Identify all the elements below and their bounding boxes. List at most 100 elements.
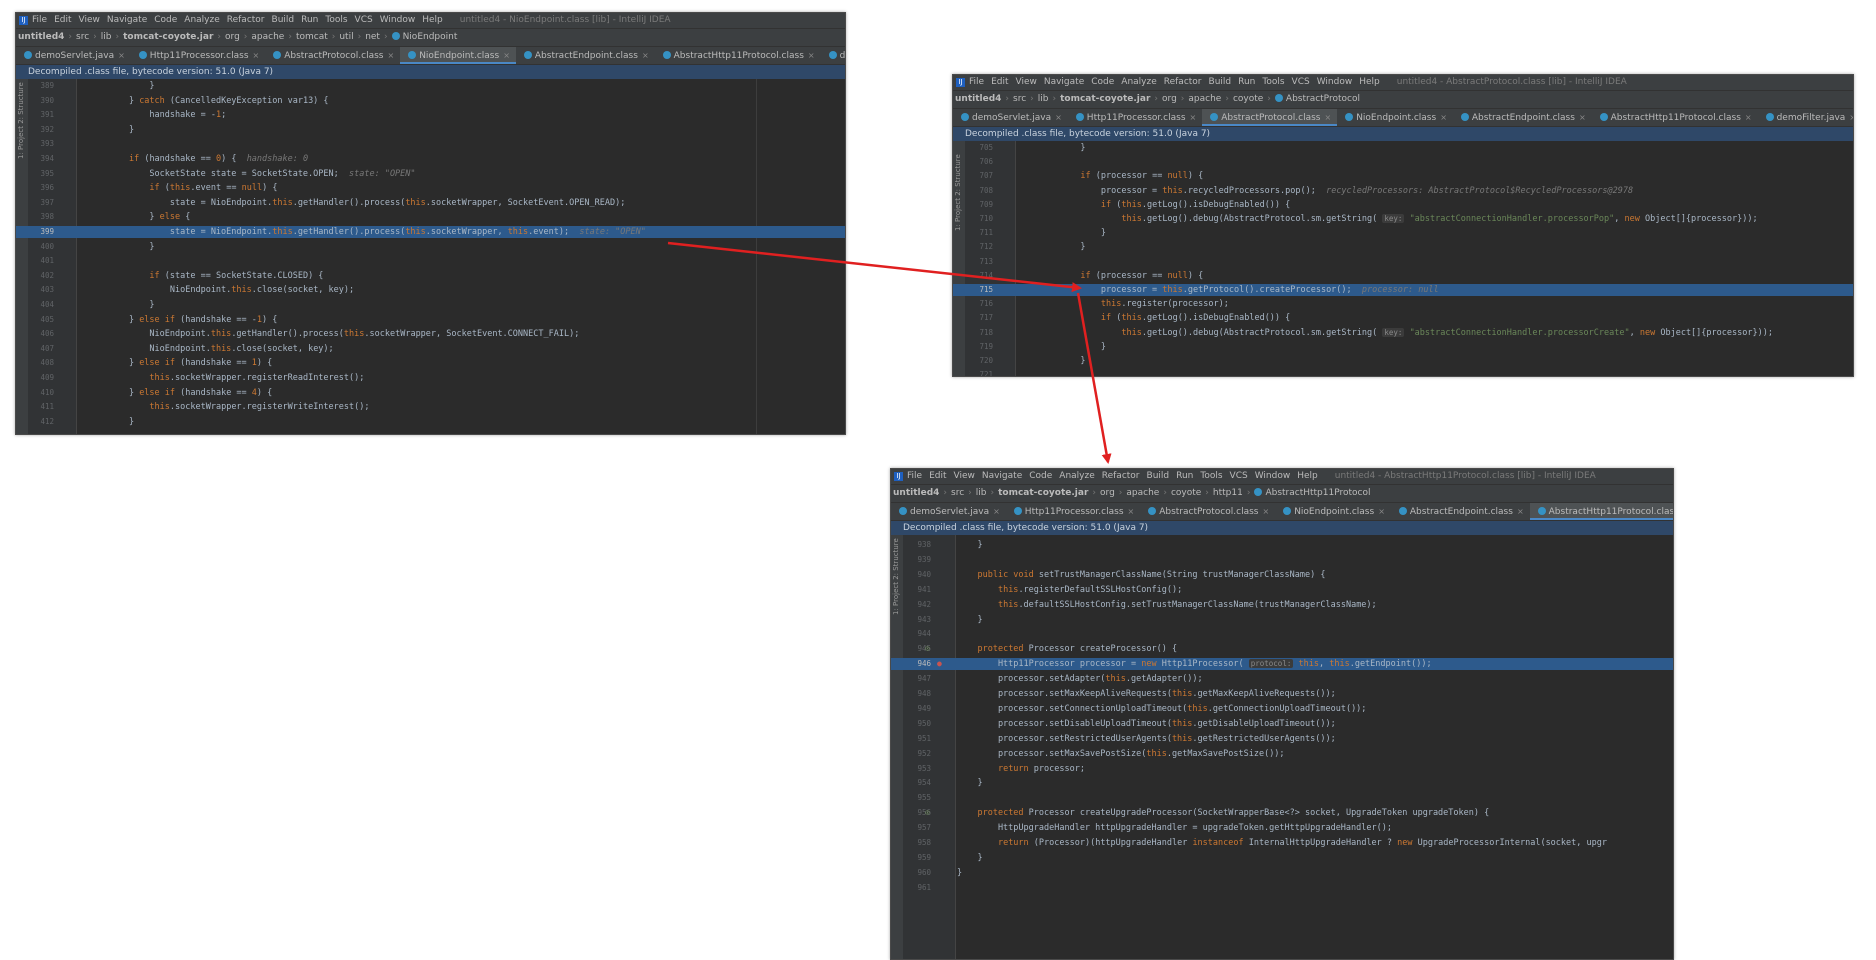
code-line[interactable]: 407 NioEndpoint.this.close(socket, key); xyxy=(16,343,845,355)
code-line[interactable]: 713 xyxy=(953,256,1853,268)
breadcrumb-item[interactable]: http11 xyxy=(1212,488,1243,498)
code-line[interactable]: 712 } xyxy=(953,241,1853,253)
menu-view[interactable]: View xyxy=(78,15,100,25)
menu-view[interactable]: View xyxy=(953,471,975,481)
menu-code[interactable]: Code xyxy=(154,15,178,25)
code-line[interactable]: 402 if (state == SocketState.CLOSED) { xyxy=(16,270,845,282)
menu-file[interactable]: File xyxy=(969,77,985,87)
code-line[interactable]: 707 if (processor == null) { xyxy=(953,170,1853,182)
editor-tab[interactable]: demoServlet.java× xyxy=(891,503,1006,520)
menu-refactor[interactable]: Refactor xyxy=(1101,471,1140,481)
menu-code[interactable]: Code xyxy=(1091,77,1115,87)
code-line[interactable]: 951 processor.setRestrictedUserAgents(th… xyxy=(891,733,1673,745)
menu-refactor[interactable]: Refactor xyxy=(1163,77,1202,87)
menu-refactor[interactable]: Refactor xyxy=(226,15,265,25)
app-logo-icon[interactable]: IJ xyxy=(956,78,965,87)
breadcrumb-item[interactable]: untitled4 xyxy=(18,32,65,42)
code-line[interactable]: 411 this.socketWrapper.registerWriteInte… xyxy=(16,401,845,413)
code-line[interactable]: 955 xyxy=(891,792,1673,804)
menu-window[interactable]: Window xyxy=(379,15,416,25)
code-line[interactable]: 399 state = NioEndpoint.this.getHandler(… xyxy=(16,226,845,238)
editor-tab[interactable]: AbstractEndpoint.class× xyxy=(516,47,655,64)
code-line[interactable]: 405 } else if (handshake == -1) { xyxy=(16,314,845,326)
breadcrumb-item[interactable]: apache xyxy=(1188,94,1222,104)
editor-tab[interactable]: Http11Processor.class× xyxy=(1068,109,1202,126)
code-line[interactable]: 960} xyxy=(891,867,1673,879)
breadcrumb-item[interactable]: org xyxy=(1100,488,1115,498)
code-line[interactable]: 944 xyxy=(891,628,1673,640)
menu-tools[interactable]: Tools xyxy=(1200,471,1223,481)
editor-tab[interactable]: Http11Processor.class× xyxy=(131,47,265,64)
code-line[interactable]: 400 } xyxy=(16,241,845,253)
code-line[interactable]: 957 HttpUpgradeHandler httpUpgradeHandle… xyxy=(891,822,1673,834)
breadcrumb-item[interactable]: org xyxy=(225,32,240,42)
code-line[interactable]: 408 } else if (handshake == 1) { xyxy=(16,357,845,369)
override-icon[interactable]: ⊙ xyxy=(925,808,930,818)
breadcrumb-item[interactable]: lib xyxy=(1037,94,1049,104)
breadcrumb-item[interactable]: net xyxy=(365,32,380,42)
menu-run[interactable]: Run xyxy=(1176,471,1194,481)
code-line[interactable]: 398 } else { xyxy=(16,211,845,223)
menu-tools[interactable]: Tools xyxy=(325,15,348,25)
code-line[interactable]: 961 xyxy=(891,882,1673,894)
code-line[interactable]: 941 this.registerDefaultSSLHostConfig(); xyxy=(891,584,1673,596)
code-line[interactable]: 404 } xyxy=(16,299,845,311)
code-line[interactable]: 710 this.getLog().debug(AbstractProtocol… xyxy=(953,213,1853,225)
editor-tab[interactable]: demoFilter.java× xyxy=(1758,109,1853,126)
breadcrumb-item[interactable]: util xyxy=(339,32,354,42)
code-line[interactable]: 394 if (handshake == 0) { handshake: 0 xyxy=(16,153,845,165)
menu-tools[interactable]: Tools xyxy=(1262,77,1285,87)
close-icon[interactable]: × xyxy=(1516,507,1524,516)
close-icon[interactable]: × xyxy=(1378,507,1385,516)
editor-tab[interactable]: AbstractHttp11Protocol.class× xyxy=(655,47,821,64)
menu-build[interactable]: Build xyxy=(1146,471,1170,481)
breadcrumb-item[interactable]: tomcat-coyote.jar xyxy=(998,488,1089,498)
close-icon[interactable]: × xyxy=(1189,113,1197,122)
code-line[interactable]: 708 processor = this.recycledProcessors.… xyxy=(953,185,1853,197)
code-line[interactable]: 396 if (this.event == null) { xyxy=(16,182,845,194)
editor-tab[interactable]: demoServlet.java× xyxy=(953,109,1068,126)
editor-tab[interactable]: AbstractHttp11Protocol.class× xyxy=(1529,503,1673,520)
menu-vcs[interactable]: VCS xyxy=(1229,471,1248,481)
breadcrumb-item[interactable]: lib xyxy=(975,488,987,498)
menu-vcs[interactable]: VCS xyxy=(1291,77,1310,87)
code-line[interactable]: 950 processor.setDisableUploadTimeout(th… xyxy=(891,718,1673,730)
breadcrumb-item[interactable]: src xyxy=(76,32,90,42)
close-icon[interactable]: × xyxy=(1744,113,1752,122)
breadcrumb-item[interactable]: apache xyxy=(1126,488,1160,498)
menu-run[interactable]: Run xyxy=(301,15,319,25)
code-line[interactable]: 412 } xyxy=(16,416,845,428)
menu-navigate[interactable]: Navigate xyxy=(1043,77,1085,87)
menu-vcs[interactable]: VCS xyxy=(354,15,373,25)
breadcrumb-item[interactable]: apache xyxy=(251,32,285,42)
close-icon[interactable]: × xyxy=(503,51,510,60)
code-line[interactable]: 714 if (processor == null) { xyxy=(953,270,1853,282)
menu-edit[interactable]: Edit xyxy=(929,471,947,481)
breadcrumb-item[interactable]: tomcat-coyote.jar xyxy=(1060,94,1151,104)
close-icon[interactable]: × xyxy=(993,507,1000,516)
code-line[interactable]: 406 NioEndpoint.this.getHandler().proces… xyxy=(16,328,845,340)
app-logo-icon[interactable]: IJ xyxy=(894,472,903,481)
close-icon[interactable]: × xyxy=(252,51,260,60)
breadcrumb-item[interactable]: coyote xyxy=(1170,488,1202,498)
close-icon[interactable]: × xyxy=(1127,507,1135,516)
close-icon[interactable]: × xyxy=(1055,113,1062,122)
breadcrumb-item[interactable]: AbstractProtocol xyxy=(1274,91,1360,108)
code-line[interactable]: 715 processor = this.getProtocol().creat… xyxy=(953,284,1853,296)
close-icon[interactable]: × xyxy=(641,51,649,60)
code-line[interactable]: 716 this.register(processor); xyxy=(953,298,1853,310)
breadcrumb-item[interactable]: org xyxy=(1162,94,1177,104)
override-icon[interactable]: ⊙ xyxy=(925,644,930,654)
code-line[interactable]: 720 } xyxy=(953,355,1853,367)
code-line[interactable]: 947 processor.setAdapter(this.getAdapter… xyxy=(891,673,1673,685)
close-icon[interactable]: × xyxy=(1324,113,1332,122)
close-icon[interactable]: × xyxy=(118,51,125,60)
menu-run[interactable]: Run xyxy=(1238,77,1256,87)
menu-code[interactable]: Code xyxy=(1029,471,1053,481)
breadcrumb-item[interactable]: tomcat xyxy=(295,32,328,42)
menu-window[interactable]: Window xyxy=(1316,77,1353,87)
editor-tab[interactable]: demoServlet.java× xyxy=(16,47,131,64)
app-logo-icon[interactable]: IJ xyxy=(19,16,28,25)
breadcrumb-item[interactable]: src xyxy=(951,488,965,498)
